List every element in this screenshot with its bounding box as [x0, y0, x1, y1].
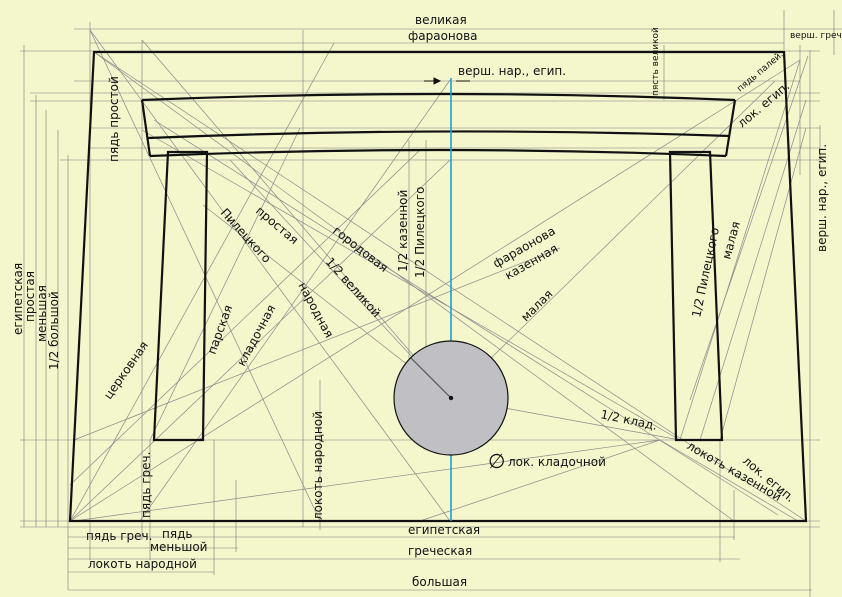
- circle-center-dot: [448, 395, 454, 401]
- label-menshaya-left: меньшая: [35, 285, 49, 342]
- diameter-icon: ∅: [488, 449, 505, 473]
- label-tserkovnaya: церковная: [101, 339, 151, 402]
- label-kladochnaya: кладочная: [234, 302, 278, 368]
- label-versh-nar-egip-top: верш. нар., егип.: [458, 64, 566, 78]
- label-parskaya: парская: [205, 303, 236, 356]
- label-pyad-prostoy: пядь простой: [107, 76, 121, 162]
- label-versh-nar-egip-right: верш. нар., егип.: [815, 144, 829, 252]
- label-lokot-narodnoy-bottom: локоть народной: [88, 557, 197, 571]
- label-narodnaya: народная: [295, 280, 336, 340]
- axis-arrows: [424, 77, 470, 85]
- label-pyad-grech-bottom: пядь греч.: [86, 529, 152, 543]
- label-grecheskaya: греческая: [408, 544, 472, 558]
- label-faraonova-top: фараонова: [408, 29, 478, 43]
- label-pyad: пядь: [162, 527, 192, 541]
- label-malaya-center: малая: [518, 287, 555, 324]
- label-velikaya: великая: [415, 13, 467, 27]
- label-lokot-narodnoy-vert: локоть народной: [311, 411, 325, 520]
- label-menshoy: меньшой: [150, 540, 207, 554]
- table-outline: [68, 50, 808, 523]
- label-prostaya-left: простая: [23, 271, 37, 322]
- label-pyad-grech-vert: пядь греч.: [139, 452, 153, 518]
- construction-lines: [69, 29, 809, 522]
- label-pyast-velikoy: пясть великой: [651, 27, 661, 96]
- label-egipetskaya-bottom: египетская: [408, 523, 480, 537]
- label-lok-kladochnoy: лок. кладочной: [508, 455, 606, 469]
- label-half-bolshoy: 1/2 большой: [47, 291, 61, 370]
- label-half-piletskogo-center: 1/2 Пилецкого: [413, 187, 427, 278]
- label-egipetskaya-left: египетская: [11, 263, 25, 335]
- circle-radius-line: [410, 357, 452, 399]
- label-bolshaya: большая: [412, 575, 467, 589]
- label-versh-grech: верш. греч.: [790, 31, 842, 41]
- label-half-kazennoy: 1/2 казенной: [396, 190, 410, 272]
- label-malaya-right: малая: [719, 220, 743, 261]
